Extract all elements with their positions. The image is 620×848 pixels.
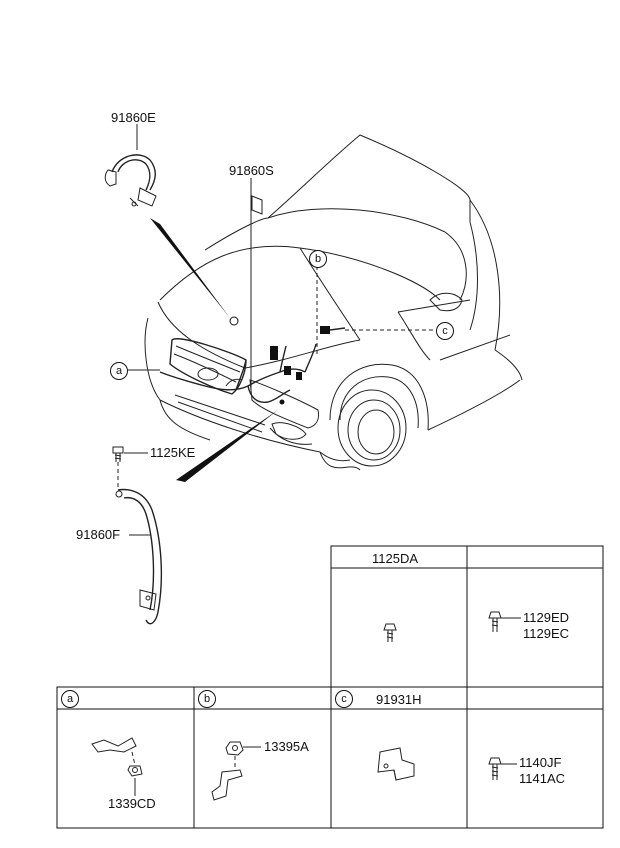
car-body-outline: [144, 134, 523, 471]
leader-wedge-91860E: [150, 218, 230, 318]
bracket-91931H: [377, 747, 415, 781]
clip-assembly-a: [91, 737, 143, 796]
callout-c: c: [436, 322, 454, 340]
table-header-91931H: 91931H: [376, 692, 422, 707]
bracket-assembly-b: [211, 741, 261, 801]
parts-table-grid: [56, 545, 604, 829]
battery-cable-91860E: [104, 124, 157, 207]
label-91860F: 91860F: [76, 527, 121, 542]
leader-wedge-1125KE: [176, 410, 278, 482]
bolt-1140JF: [488, 757, 517, 780]
ground-strap-91860F: [115, 488, 163, 625]
bolt-1125DA: [383, 623, 397, 642]
table-header-1125DA: 1125DA: [372, 551, 419, 566]
label-91860E: 91860E: [111, 110, 156, 125]
bolt-1129ED: [488, 611, 521, 632]
label-1129ED: 1129ED: [523, 610, 570, 625]
callout-a: a: [110, 362, 128, 380]
table-header-b: b: [198, 690, 216, 708]
label-1129EC: 1129EC: [523, 626, 570, 641]
label-13395A: 13395A: [264, 739, 309, 754]
table-header-c: c: [335, 690, 353, 708]
table-header-a: a: [61, 690, 79, 708]
label-1141AC: 1141AC: [519, 771, 566, 786]
front-wiring-harness: [159, 316, 346, 405]
label-1339CD: 1339CD: [108, 796, 156, 811]
label-1125KE: 1125KE: [150, 445, 196, 460]
bolt-1125KE: [112, 446, 124, 462]
callout-b: b: [309, 250, 327, 268]
label-91860S: 91860S: [229, 163, 274, 178]
label-1140JF: 1140JF: [519, 755, 562, 770]
